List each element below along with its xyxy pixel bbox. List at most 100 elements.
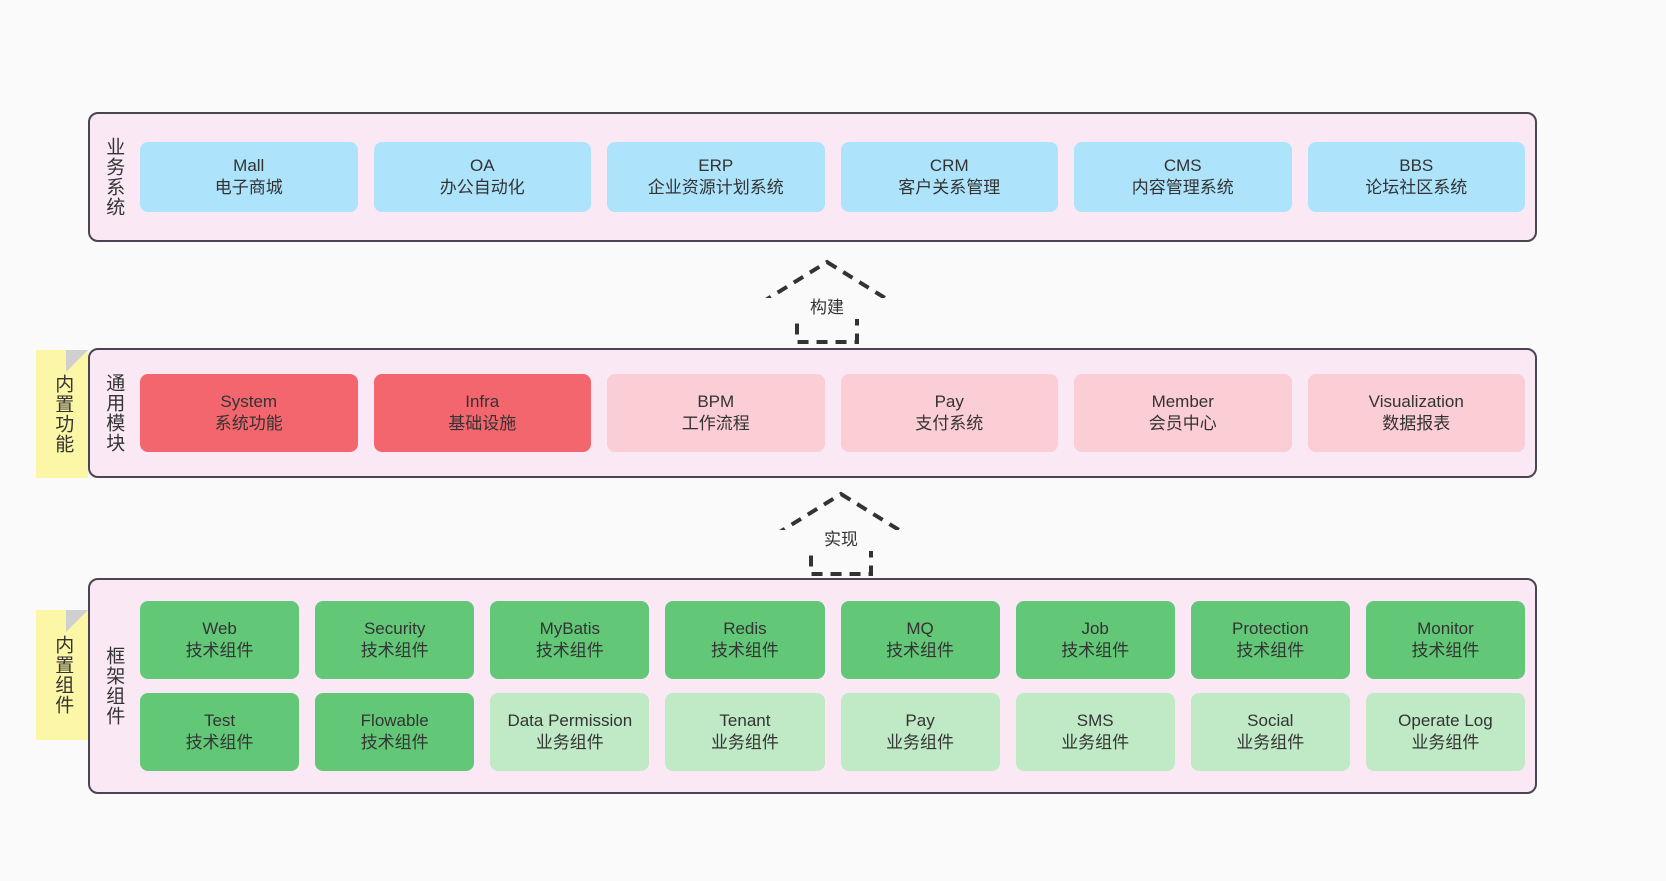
card-visualization[interactable]: Visualization 数据报表 [1307,374,1525,452]
card-subtitle: 企业资源计划系统 [647,178,784,197]
card-title: MyBatis [539,618,601,638]
card-subtitle: 技术组件 [185,733,254,752]
card-protection[interactable]: Protection 技术组件 [1190,601,1350,679]
card-title: Operate Log [1398,710,1493,730]
card-subtitle: 工作流程 [681,414,750,433]
card-pay-component[interactable]: Pay 业务组件 [840,693,1000,771]
arrow-implement: 实现 [766,490,916,576]
card-subtitle: 系统功能 [214,414,283,433]
card-subtitle: 业务组件 [535,733,604,752]
card-title: OA [469,155,495,175]
layer-business-systems: 业务系统 Mall 电子商城 OA 办公自动化 ERP 企业资源计划系统 CRM… [88,112,1537,242]
card-row: System 系统功能 Infra 基础设施 BPM 工作流程 Pay 支付系统… [140,374,1525,452]
arrow-build: 构建 [752,258,902,344]
sticky-note-builtin-features: 内置功能 [36,350,88,478]
layer-body-framework-components: Web 技术组件 Security 技术组件 MyBatis 技术组件 Redi… [136,580,1535,792]
card-operate-log[interactable]: Operate Log 业务组件 [1365,693,1525,771]
card-title: Flowable [360,710,429,730]
card-title: Web [202,618,237,638]
layer-framework-components: 框架组件 Web 技术组件 Security 技术组件 MyBatis 技术组件… [88,578,1537,794]
arrow-label-implement: 实现 [766,530,916,551]
card-title: Test [203,710,236,730]
card-infra[interactable]: Infra 基础设施 [373,374,591,452]
card-subtitle: 业务组件 [1236,733,1305,752]
card-subtitle: 技术组件 [1411,641,1480,660]
card-title: System [220,391,278,411]
card-system[interactable]: System 系统功能 [140,374,358,452]
card-monitor[interactable]: Monitor 技术组件 [1365,601,1525,679]
card-redis[interactable]: Redis 技术组件 [665,601,825,679]
card-pay-module[interactable]: Pay 支付系统 [840,374,1058,452]
card-mq[interactable]: MQ 技术组件 [840,601,1000,679]
card-tenant[interactable]: Tenant 业务组件 [665,693,825,771]
card-title: Job [1081,618,1109,638]
card-bpm[interactable]: BPM 工作流程 [607,374,825,452]
card-title: Mall [233,155,265,175]
card-title: Redis [723,618,767,638]
card-subtitle: 业务组件 [710,733,779,752]
card-subtitle: 会员中心 [1148,414,1217,433]
card-row: Mall 电子商城 OA 办公自动化 ERP 企业资源计划系统 CRM 客户关系… [140,142,1525,212]
card-subtitle: 业务组件 [886,733,955,752]
card-social[interactable]: Social 业务组件 [1190,693,1350,771]
card-title: Pay [934,391,964,411]
card-crm[interactable]: CRM 客户关系管理 [840,142,1058,212]
sticky-note-builtin-components: 内置组件 [36,610,88,740]
card-bbs[interactable]: BBS 论坛社区系统 [1307,142,1525,212]
card-title: CMS [1163,155,1202,175]
card-subtitle: 技术组件 [1236,641,1305,660]
layer-title-common-modules: 通用模块 [103,373,125,453]
card-title: Monitor [1417,618,1474,638]
layer-body-common-modules: System 系统功能 Infra 基础设施 BPM 工作流程 Pay 支付系统… [136,350,1535,476]
card-subtitle: 技术组件 [535,641,604,660]
card-subtitle: 技术组件 [360,733,429,752]
layer-title-business-systems: 业务系统 [103,137,125,217]
card-row: Test 技术组件 Flowable 技术组件 Data Permission … [140,693,1525,771]
card-cms[interactable]: CMS 内容管理系统 [1074,142,1292,212]
card-subtitle: 技术组件 [710,641,779,660]
card-title: Member [1151,391,1214,411]
card-mybatis[interactable]: MyBatis 技术组件 [490,601,650,679]
card-subtitle: 基础设施 [448,414,517,433]
layer-body-business-systems: Mall 电子商城 OA 办公自动化 ERP 企业资源计划系统 CRM 客户关系… [136,114,1535,240]
card-title: MQ [906,618,934,638]
card-subtitle: 内容管理系统 [1131,178,1234,197]
card-erp[interactable]: ERP 企业资源计划系统 [607,142,825,212]
card-subtitle: 办公自动化 [439,178,525,197]
card-title: Security [363,618,426,638]
card-oa[interactable]: OA 办公自动化 [373,142,591,212]
card-member[interactable]: Member 会员中心 [1074,374,1292,452]
card-web[interactable]: Web 技术组件 [140,601,300,679]
card-title: Social [1247,710,1294,730]
card-subtitle: 客户关系管理 [898,178,1001,197]
card-data-permission[interactable]: Data Permission 业务组件 [490,693,650,771]
card-title: BPM [697,391,735,411]
card-subtitle: 论坛社区系统 [1365,178,1468,197]
card-title: Infra [465,391,500,411]
card-title: SMS [1076,710,1114,730]
card-subtitle: 电子商城 [214,178,283,197]
card-title: Pay [905,710,935,730]
card-title: BBS [1399,155,1434,175]
card-test[interactable]: Test 技术组件 [140,693,300,771]
card-subtitle: 技术组件 [886,641,955,660]
card-title: Visualization [1368,391,1464,411]
arrow-label-build: 构建 [752,298,902,319]
card-title: CRM [929,155,969,175]
card-row: Web 技术组件 Security 技术组件 MyBatis 技术组件 Redi… [140,601,1525,679]
card-sms[interactable]: SMS 业务组件 [1015,693,1175,771]
card-title: Protection [1232,618,1309,638]
card-security[interactable]: Security 技术组件 [315,601,475,679]
card-title: Tenant [719,710,771,730]
card-subtitle: 数据报表 [1382,414,1451,433]
card-subtitle: 技术组件 [185,641,254,660]
card-subtitle: 技术组件 [1061,641,1130,660]
card-title: Data Permission [507,710,633,730]
card-job[interactable]: Job 技术组件 [1015,601,1175,679]
card-mall[interactable]: Mall 电子商城 [140,142,358,212]
card-flowable[interactable]: Flowable 技术组件 [315,693,475,771]
card-subtitle: 技术组件 [360,641,429,660]
card-subtitle: 业务组件 [1411,733,1480,752]
layer-common-modules: 通用模块 System 系统功能 Infra 基础设施 BPM 工作流程 Pay… [88,348,1537,478]
